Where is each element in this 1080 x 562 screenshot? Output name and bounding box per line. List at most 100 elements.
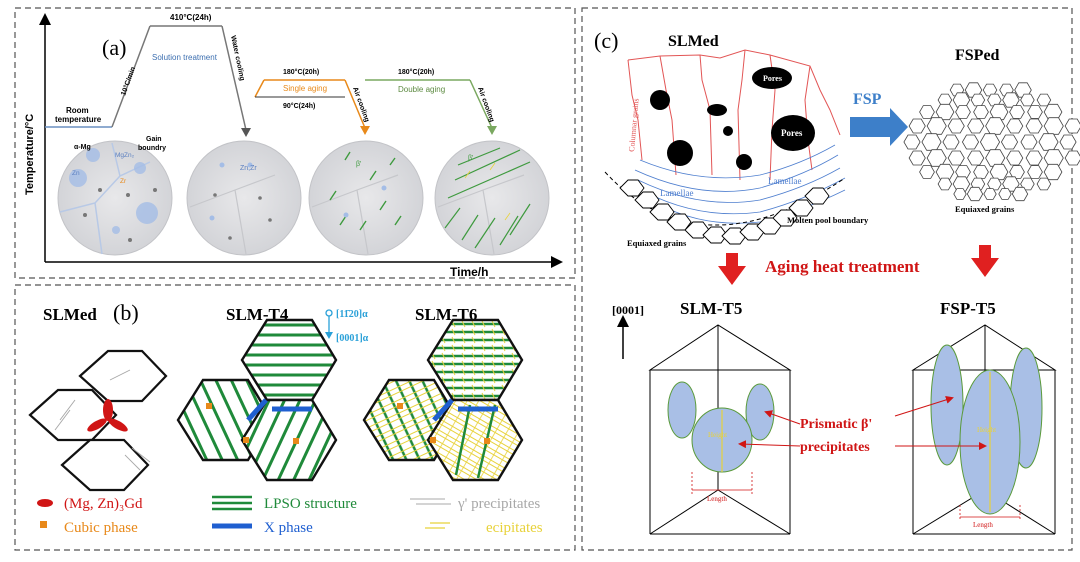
fsped-grain	[919, 105, 935, 119]
fsped-grain	[1006, 150, 1024, 166]
legend-lpso-swatch	[212, 495, 252, 511]
room-temp-label-1: Room	[66, 106, 89, 115]
slm-t6-xphase	[432, 398, 498, 422]
solution-treatment-label: Solution treatment	[152, 53, 218, 62]
panel-b-label: (b)	[113, 300, 139, 325]
heating-line	[111, 25, 151, 128]
length-label-1: Length	[707, 495, 727, 503]
fsped-title: FSPed	[955, 47, 1000, 64]
water-cooling-label: Water cooling	[229, 35, 245, 81]
red-arrow-right	[971, 245, 999, 277]
direction-1: [11̄20]α	[336, 309, 368, 320]
equiaxed-chain	[619, 179, 830, 245]
air-cool-2-line	[469, 79, 493, 129]
fsped-grain	[998, 188, 1012, 200]
double-aging-temp: 180°C(20h)	[398, 68, 434, 76]
panel-c-frame	[581, 7, 1073, 551]
water-cooling-line	[221, 25, 247, 131]
fsped-grain	[921, 133, 942, 151]
fsped-grain	[985, 149, 1006, 167]
pores	[650, 67, 815, 170]
single-aging-up	[254, 79, 265, 98]
height-label-2: Height	[977, 426, 996, 434]
fsped-grain	[1027, 165, 1043, 179]
fsped-grain	[926, 149, 947, 167]
fsped-grain	[989, 163, 1009, 181]
height-label-1: Height	[708, 431, 727, 439]
fsped-grain	[935, 103, 955, 121]
fsped-grain	[1043, 149, 1064, 167]
fsped-grain	[935, 163, 955, 181]
equiaxed-label-2: Equiaxed grains	[955, 204, 1015, 214]
fsped-grain	[952, 176, 971, 192]
prismatic-label-2: precipitates	[800, 440, 870, 455]
molten-label: Molten pool boundary	[787, 215, 869, 225]
legend: (Mg, Zn)₃Gd Cubic phase LPSO structure X…	[37, 495, 543, 536]
fsped-grain	[1000, 134, 1019, 150]
fsped-grain	[1064, 150, 1080, 166]
slm-t6-cubic	[397, 403, 490, 444]
lamellae-label-1: Lamellae	[660, 188, 693, 198]
fsped-grain	[926, 117, 947, 135]
fsped-grain	[1025, 118, 1043, 134]
fsped-grain	[947, 150, 965, 166]
panel-c-label: (c)	[594, 28, 618, 53]
microstructure-disc-4: β'	[434, 140, 550, 256]
pores-label-1: Pores	[763, 74, 782, 83]
fsped-grain	[967, 118, 985, 134]
heating-rate-label: 10°C/min	[119, 66, 137, 97]
microstructure-disc-2: Zn,Zr	[186, 140, 302, 256]
slm-t4-xphase	[246, 398, 312, 422]
legend-xphase: X phase	[264, 520, 313, 536]
alpha-mg-label: α-Mg	[74, 144, 91, 151]
red-arrow-left	[718, 253, 746, 285]
znzr-label: Zn,Zr	[240, 165, 257, 172]
grain-boundary-label-2: boundry	[138, 145, 166, 152]
legend-gamma-swatch	[410, 498, 451, 505]
fsped-grain	[903, 134, 921, 150]
direction-arrowhead	[325, 332, 333, 339]
room-temp-label-2: temperature	[55, 115, 102, 124]
columnar-grains	[627, 49, 841, 181]
fsp-t5-title: FSP-T5	[940, 299, 996, 318]
fsped-grain	[952, 92, 971, 108]
length-label-2: Length	[973, 521, 993, 529]
direction-2: [0001]α	[336, 333, 369, 344]
fsped-grain	[966, 186, 984, 202]
zn-label: Zn	[72, 170, 80, 177]
slm-t5-precipitates	[667, 381, 775, 473]
panel-b-frame	[14, 284, 576, 551]
fsped-grain	[1036, 177, 1052, 191]
legend-ecip: ecipitates	[486, 520, 543, 536]
fsped-grain	[1020, 134, 1038, 150]
fsped-grain	[1027, 105, 1043, 119]
x-axis-label: Time/h	[450, 265, 488, 279]
fsped-grain	[989, 103, 1009, 121]
legend-gamma: γ' precipitates	[457, 496, 540, 512]
fsped-grain	[937, 177, 953, 191]
double-aging-label: Double aging	[398, 85, 445, 94]
fsped-grain	[1025, 150, 1043, 166]
fsped-grain	[1009, 165, 1025, 179]
solution-temp-label: 410°C(24h)	[170, 13, 212, 22]
fsped-grain	[987, 177, 1002, 191]
fsped-grain	[1020, 93, 1035, 107]
slm-t6-hexagons	[362, 318, 524, 482]
fsped-grain	[983, 188, 997, 200]
panel-b: SLMed (b) SLM-T4 SLM-T6 [11̄20]α [0001]α	[28, 300, 543, 536]
fsp-label: FSP	[853, 91, 882, 108]
arrow-2	[360, 126, 370, 135]
grain-boundary-label-1: Gain	[146, 136, 162, 143]
prismatic-arrows	[738, 395, 987, 450]
fsped-grain	[947, 118, 965, 134]
panel-a-label: (a)	[102, 35, 126, 60]
c-axis-label: [0001]	[612, 303, 644, 317]
fsped-grain	[1011, 186, 1029, 202]
single-aging-temp: 180°C(20h)	[283, 68, 319, 76]
panel-a: Temperature/°C Time/h (a) Room temperatu…	[24, 13, 563, 279]
mgzngd-particles	[87, 399, 128, 432]
fsp-arrow	[850, 108, 908, 146]
prismatic-label-1: Prismatic β'	[800, 417, 872, 432]
fsped-grain	[1002, 92, 1020, 108]
